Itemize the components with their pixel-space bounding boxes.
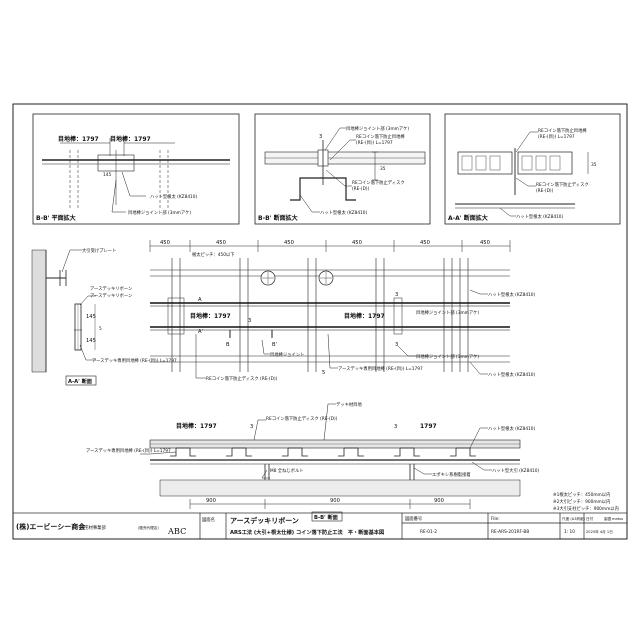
company-name: (株)エービーシー商会 [16,522,86,531]
plan-dim-0: 450 [160,240,170,246]
bb-section-dim: 35 [380,166,386,172]
author-label: 製図 [604,516,612,521]
bb-plan-meji-left: 目地棒：1797 [58,135,99,143]
section-meji-right: 1797 [420,423,437,430]
plan-mark-b: B [226,342,230,348]
plan-mark-3b: 3 [395,342,398,348]
aa-section-label-disc-spec: (RE-(D)) [536,188,554,194]
bb-plan-meji-right: 目地棒：1797 [110,135,151,143]
drawing-name-label: 図面名 [202,516,215,523]
bb-plan-dim-mid: 145 [103,172,111,178]
bb-section-label-disc: REコイン落下防止ディスク [352,179,405,186]
plan-label-disc: REコイン落下防止ディスク (RE-(D)) [206,375,278,382]
side-dim-145a: 145 [86,314,96,320]
logo: ABC [167,526,186,536]
title-block [12,512,628,540]
plan-mark-3a: 3 [395,292,398,298]
side-dim-145b: 145 [86,338,96,344]
plan-mark-a: A [198,297,202,303]
author: matsu [612,517,623,521]
aa-section-dim: 35 [591,162,597,168]
section-dim-0: 900 [206,498,216,504]
file-name: RE-ARS-201RF-BB [491,529,529,535]
section-title: B-B' 断面 [314,513,338,521]
section-label-anchor: エポキシ系樹脂接着 [432,471,471,478]
plan-meji-left: 目地棒：1797 [190,312,231,320]
side-detail [31,249,97,386]
scale: 1: 10 [564,529,575,535]
section-dim-1: 900 [330,498,340,504]
date-label: 日付 [586,516,594,521]
bb-section-label-joint: 目地棒ジョイント部 (3mmアケ) [346,125,409,132]
bb-section-mark: 3 [319,134,322,140]
plan-dim-4: 450 [420,240,430,246]
plan-label-hat-right: ハット型根太 (KZ8410) [488,291,536,298]
detail-aa-section [444,113,621,225]
plan-mark-ap: A' [198,329,203,335]
note-1: ※1根太ピッチ：450mm以内 [553,491,610,498]
section-label-bolt: M8 全ねじボルト [270,467,304,474]
section-label-hat2: ハット型大引 (KZ8410) [492,467,540,474]
plan-label-joint-small: 目地棒ジョイント [270,351,304,358]
main-section [140,403,521,522]
plan-dim-2: 450 [284,240,294,246]
plan-pitch-label: 根太ピッチ：450以下 [192,251,235,258]
date: 2025年 4月 1日 [586,529,613,534]
bb-section-label-disc-spec: (RE-(D)) [352,186,370,192]
aa-section-label-re-bar: REコイン落下防止目地棒 [538,127,587,134]
side-title: A-A' 断面 [68,377,92,385]
side-label-ribbon: アースデッキリボーン [90,292,132,299]
note-3: ※3大引支柱ピッチ：900mm以内 [553,505,619,512]
department: 住宅材事業部 [80,524,106,531]
method-name: ARS工法 (大引+根太仕様) コイン落下防止工法 平・断面基本図 [230,528,384,536]
plan-dim-5: 450 [480,240,490,246]
section-mark-3b: 3 [394,424,397,430]
plan-label-joint-right: 目地棒ジョイント部 (3mmアケ) [416,309,479,316]
product-name: アースデッキリボーン [230,516,299,525]
bb-plan-label-joint: 目地棒ジョイント部 (3mmアケ) [128,209,191,216]
plan-mark-bp: B' [272,342,277,348]
aa-section-label-re-bar-spec: (RE-(目)) L=1797 [538,134,575,140]
plan-mark-5: 5 [322,370,325,376]
side-label-bar: アースデッキ専用目地棒 (RE-(目)) L=1797 [92,357,177,364]
section-label-bar: アースデッキ専用目地棒 (RE-(目)) L=1797 [86,447,171,454]
section-dim-2: 900 [434,498,444,504]
drawing-no-label: 図面番号 [405,515,422,522]
detail-bb-section [254,113,431,225]
section-label-hat: ハット型根太 (KZ8410) [488,425,536,432]
bb-section-title: B-B' 断面拡大 [258,214,298,222]
plan-meji-right: 目地棒：1797 [344,312,385,320]
drawing-no: RE-01-2 [420,529,437,535]
plan-dim-3: 450 [352,240,362,246]
plan-mark-3c: 3 [248,318,251,324]
section-mark-3a: 3 [250,424,253,430]
bb-plan-label-hat: ハット型根太 (KZ8410) [150,193,198,200]
aa-section-label-disc: REコイン落下防止ディスク [536,181,589,188]
plan-label-hat-right2: ハット型根太 (KZ8410) [488,371,536,378]
dealer: (販売代理店) [138,525,159,530]
main-plan [149,240,511,379]
file-label: File: [491,516,500,522]
aa-section-title: A-A' 断面拡大 [448,214,488,222]
scale-label: 尺度 (A3判紙) [562,516,586,521]
section-meji-left: 目地棒：1797 [176,422,217,430]
section-label-disc: REコイン落下防止ディスク (RE-(D)) [266,415,338,422]
aa-section-label-hat: ハット型根太 (KZ8410) [516,213,564,220]
detail-bb-plan [32,113,240,225]
bb-section-label-re-bar-spec: (RE-(目)) L=1797 [356,140,393,146]
side-dim-5: 5 [99,326,102,332]
plan-label-ribbon: アースデッキリボーン [90,285,132,292]
plan-label-joint-mid: 目地棒ジョイント部 (3mmアケ) [416,353,479,360]
note-2: ※2大引ピッチ：900mm以内 [553,498,610,505]
bb-section-label-hat: ハット型根太 (KZ8410) [320,209,368,216]
plan-label-re-bar: アースデッキ専用目地棒 (RE-(目)) L=1797 [338,365,423,372]
bb-section-label-re-bar: REコイン落下防止目地棒 [356,133,405,140]
side-label-plate: 大引受けプレート [82,247,116,254]
plan-dim-1: 450 [216,240,226,246]
bb-plan-title: B-B' 平面拡大 [36,214,76,222]
section-label-decklabel: デッキ材目地 [336,401,362,408]
